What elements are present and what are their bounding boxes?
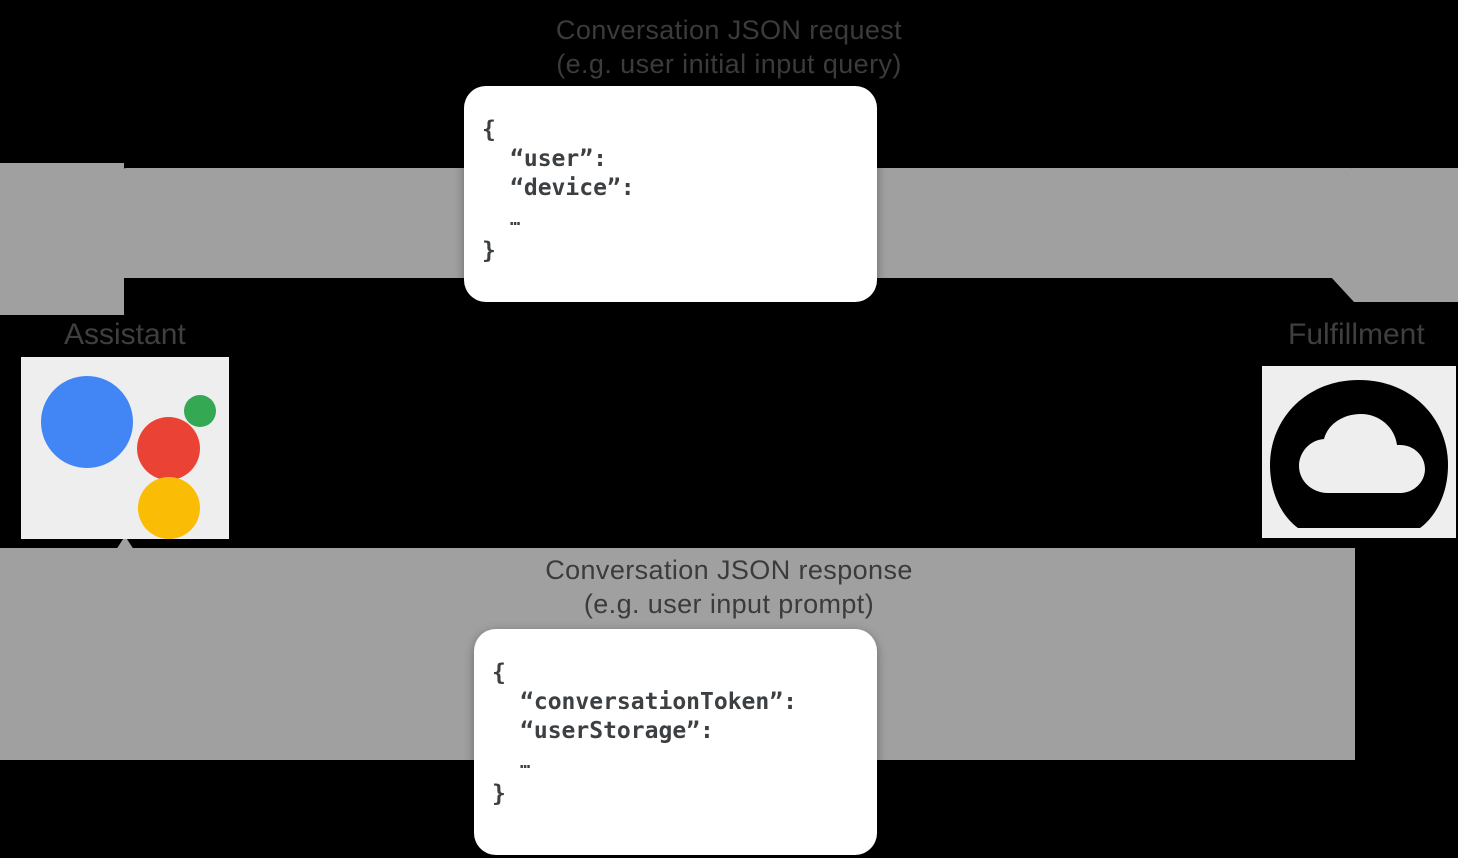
response-label-subtitle: (e.g. user input prompt) [583,588,875,619]
json-response-card: { “conversationToken”: “userStorage”: … … [474,629,877,855]
response-arrow-left-segment [0,548,126,760]
json-request-line-3: … [510,210,521,230]
request-arrow-right-segment [1352,168,1458,278]
google-assistant-green-dot-icon [184,395,216,427]
google-assistant-blue-dot-icon [41,376,133,468]
json-request-card: { “user”: “device”: … } [464,86,877,302]
json-response-line-2: “userStorage”: [520,718,714,744]
fulfillment-icon-tile [1262,366,1456,538]
cloud-icon [1270,380,1448,528]
assistant-icon-tile [21,357,229,539]
json-request-line-0: { [482,117,496,143]
response-label-group: Conversation JSON response (e.g. user in… [0,554,1458,622]
request-label-title: Conversation JSON request [555,15,903,45]
request-arrow-left-segment [0,163,124,315]
google-assistant-yellow-dot-icon [138,477,200,539]
json-response-line-1: “conversationToken”: [520,689,797,715]
json-request-line-2: “device”: [510,175,635,201]
request-label-subtitle: (e.g. user initial input query) [556,48,902,79]
google-assistant-red-dot-icon [137,417,200,480]
json-request-line-4: } [482,238,496,264]
response-arrowhead-icon [116,536,134,550]
request-arrow-right-foot [1354,276,1458,302]
json-request-line-1: “user”: [510,146,607,172]
response-label-title: Conversation JSON response [545,555,913,585]
request-label-group: Conversation JSON request (e.g. user ini… [0,14,1458,82]
json-response-line-4: } [492,781,506,807]
request-arrowhead-icon [1330,276,1354,302]
json-response-line-0: { [492,660,506,686]
assistant-node-label: Assistant [64,318,186,351]
fulfillment-node-label: Fulfillment [1288,318,1425,351]
json-response-line-3: … [520,753,531,773]
